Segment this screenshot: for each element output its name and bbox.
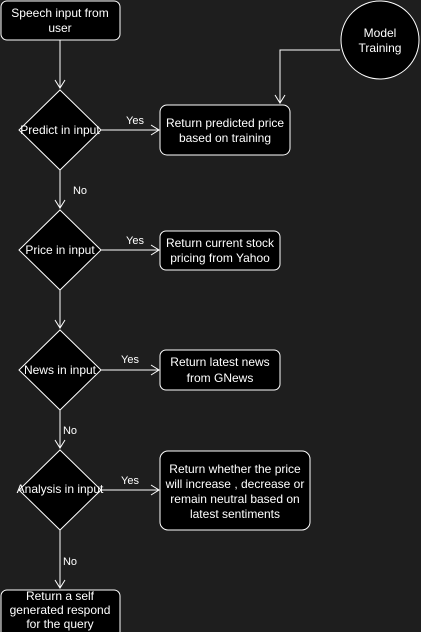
node-price-result-line-1: Return current stock xyxy=(166,236,275,250)
edge-label-analysis-yes: Yes xyxy=(121,475,139,487)
node-analysis-decision: Analysis in input xyxy=(17,449,104,531)
node-fallback-result: Return a self generated respond for the … xyxy=(0,589,121,632)
arrowhead xyxy=(54,439,66,449)
arrowhead xyxy=(150,484,160,496)
node-news-result-line-1: Return latest news xyxy=(170,355,269,369)
node-model-training: Model Training xyxy=(340,0,420,80)
arrowhead xyxy=(54,79,66,89)
node-news-decision-label: News in input xyxy=(24,363,97,377)
node-analysis-result-line-2: will increase , decrease or xyxy=(165,477,305,491)
node-news-result-line-2: from GNews xyxy=(187,371,254,385)
node-price-decision: Price in input xyxy=(18,209,102,291)
edge-model-to-predict-result xyxy=(279,49,340,103)
arrowhead xyxy=(54,199,66,209)
node-news-decision: News in input xyxy=(18,329,102,411)
node-analysis-decision-label: Analysis in input xyxy=(17,482,104,496)
node-analysis-result-line-1: Return whether the price xyxy=(169,462,301,476)
node-fallback-result-line-1: Return a self xyxy=(26,589,95,603)
arrowhead xyxy=(54,319,66,329)
node-start-line-1: Speech input from xyxy=(11,6,108,20)
node-predict-decision-label: Predict in input xyxy=(20,123,100,137)
edge-label-analysis-no: No xyxy=(63,556,77,568)
node-model-training-line-1: Model xyxy=(364,26,397,40)
node-start-line-2: user xyxy=(48,21,71,35)
edge-label-news-no: No xyxy=(63,425,77,437)
node-model-training-line-2: Training xyxy=(359,41,402,55)
node-predict-result-line-1: Return predicted price xyxy=(166,116,284,130)
node-price-result-line-2: pricing from Yahoo xyxy=(170,251,270,265)
node-start: Speech input from user xyxy=(0,0,121,41)
node-analysis-result-line-3: remain neutral based on xyxy=(170,492,299,506)
node-predict-decision: Predict in input xyxy=(18,89,102,171)
arrowhead xyxy=(150,364,160,376)
arrowhead xyxy=(150,244,160,256)
node-news-result: Return latest news from GNews xyxy=(159,349,281,391)
edge-label-news-yes: Yes xyxy=(121,354,139,366)
arrowhead xyxy=(150,124,160,136)
node-price-decision-label: Price in input xyxy=(25,243,95,257)
arrowhead xyxy=(54,579,66,589)
edge-label-price-yes: Yes xyxy=(126,235,144,247)
edge-label-predict-yes: Yes xyxy=(126,115,144,127)
node-predict-result: Return predicted price based on training xyxy=(159,104,291,156)
arrowhead xyxy=(274,94,286,104)
node-fallback-result-line-3: for the query xyxy=(26,617,93,631)
node-analysis-result-line-4: latest sentiments xyxy=(190,507,280,521)
edge-label-predict-no: No xyxy=(73,185,87,197)
node-analysis-result: Return whether the price will increase ,… xyxy=(159,450,311,531)
node-price-result: Return current stock pricing from Yahoo xyxy=(159,230,281,271)
node-predict-result-line-2: based on training xyxy=(179,131,271,145)
node-fallback-result-line-2: generated respond xyxy=(10,603,111,617)
